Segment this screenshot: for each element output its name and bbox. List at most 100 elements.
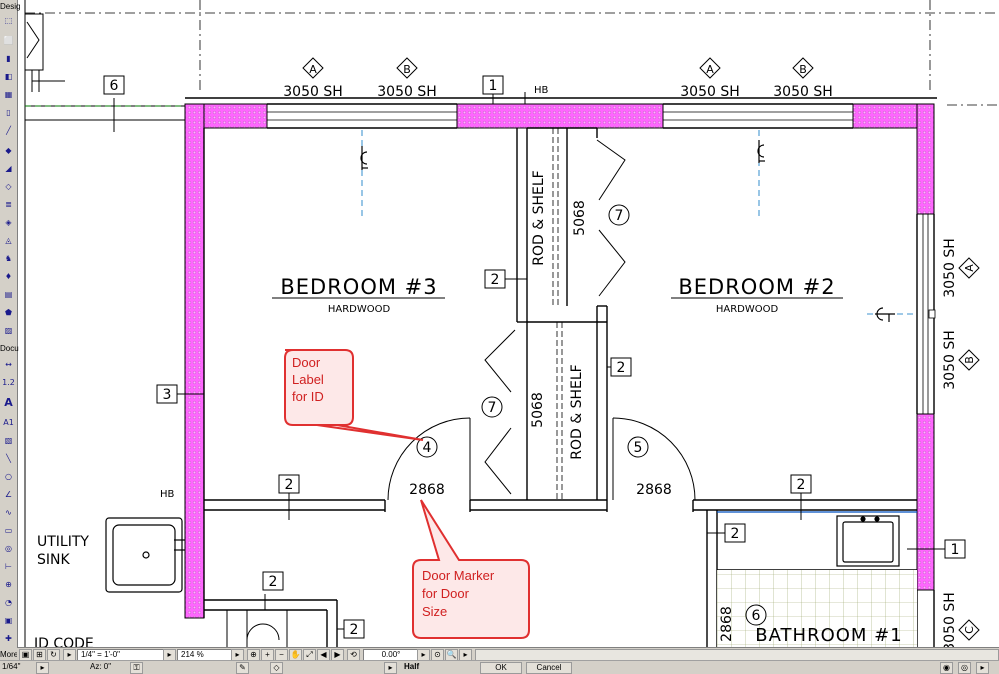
room-floor-bedroom-3: HARDWOOD: [328, 304, 391, 315]
zoom-in-area-icon[interactable]: ⊕: [247, 649, 260, 661]
cancel-button[interactable]: Cancel: [526, 662, 572, 674]
callout-door-label-line2: Label: [292, 372, 324, 387]
info-lock-icon[interactable]: ⚿: [130, 662, 143, 674]
window-tool-icon[interactable]: ▦: [4, 90, 13, 99]
half-label: Half: [404, 662, 420, 671]
utility-label-line1: UTILITY: [37, 534, 89, 550]
room-name-bathroom-1: BATHROOM #1: [755, 625, 902, 646]
beam-tool-icon[interactable]: ╱: [6, 126, 11, 135]
figure-tool-icon[interactable]: ▭: [4, 526, 13, 535]
curtain-wall-tool-icon[interactable]: ◈: [5, 218, 12, 227]
polyline-tool-icon[interactable]: ∠: [4, 490, 13, 499]
view-status-bar: ▣ ⊞ ↻ ▸ 1/4" = 1'-0" ▸ 214 % ▸ ⊕ + − ✋ ⤢…: [17, 647, 999, 661]
wall-tag-leaders: [177, 92, 945, 630]
column-tool-icon[interactable]: ▯: [6, 108, 11, 117]
door-tag-5: 5: [634, 440, 643, 456]
navigator-icon[interactable]: ↻: [47, 649, 60, 661]
wall-insulation: [184, 103, 935, 619]
callout-door-label-line1: Door: [292, 355, 321, 370]
toolbox-bottom-label: More: [0, 650, 19, 659]
door-size-bed3: 2868: [409, 482, 445, 498]
window-tag-b3: B: [963, 356, 976, 364]
snap-icon[interactable]: ◇: [270, 662, 283, 674]
wall-tags: 6 1 2 2 3 2 2 2 2 1 2: [103, 75, 966, 639]
window-label-b3: 3050 SH: [942, 330, 958, 390]
hb-label-top: HB: [534, 85, 549, 96]
detail-tool-icon[interactable]: ◔: [5, 598, 12, 607]
info-extra-icon-3[interactable]: ▸: [976, 662, 989, 674]
floor-plan-canvas[interactable]: UTILITY SINK ID CODE A 3050 SH B 3050 SH…: [17, 0, 999, 648]
room-name-bedroom-3: BEDROOM #3: [280, 275, 437, 299]
callout-door-marker: Door Marker for Door Size: [412, 499, 530, 639]
slab-tool-icon[interactable]: ◆: [5, 146, 12, 155]
window-label-b1: 3050 SH: [377, 84, 437, 100]
window-tag-a3: A: [963, 264, 976, 272]
arrow-tool-icon[interactable]: ⬚: [4, 16, 13, 25]
toolbox: Desig ⬚ ⬜ ▮ ◧ ▦ ▯ ╱ ◆ ◢ ◇ ≣ ◈ ◬ ♞ ♦ ▤ ⬟ …: [0, 0, 21, 660]
hatch-tool-icon[interactable]: ▨: [4, 326, 13, 335]
options-arrow-icon[interactable]: ▸: [459, 649, 472, 661]
mesh-tool-icon[interactable]: ◇: [5, 182, 12, 191]
ok-button[interactable]: OK: [480, 662, 522, 674]
shell-tool-icon[interactable]: ◬: [5, 236, 12, 245]
info-extra-icon-2[interactable]: ◎: [958, 662, 971, 674]
wall-tag-2-bottom: 2: [350, 622, 359, 638]
roof-tool-icon[interactable]: ◢: [5, 164, 12, 173]
window-label-a2: 3050 SH: [680, 84, 740, 100]
info-extra-icon-1[interactable]: ◉: [940, 662, 953, 674]
door-tool-icon[interactable]: ◧: [4, 72, 13, 81]
pen-icon[interactable]: ✎: [236, 662, 249, 674]
hotspot-tool-icon[interactable]: ✚: [5, 634, 12, 643]
toolbox-top-label: Desig: [0, 2, 21, 11]
window-label-b2: 3050 SH: [773, 84, 833, 100]
door-tags: 7 7 4 5 6: [416, 204, 767, 626]
elevation-tool-icon[interactable]: ⊕: [5, 580, 12, 589]
id-code-label: ID CODE: [34, 636, 94, 648]
window-tag-b1: B: [403, 63, 411, 76]
door-tag-6: 6: [752, 608, 761, 624]
room-name-bedroom-2: BEDROOM #2: [678, 275, 835, 299]
stair-tool-icon[interactable]: ≣: [5, 200, 12, 209]
spline-tool-icon[interactable]: ∿: [5, 508, 12, 517]
lamp-tool-icon[interactable]: ♦: [4, 272, 13, 281]
door-size-bath: 2868: [719, 606, 735, 642]
bifold-doors: [484, 139, 626, 495]
worksheet-tool-icon[interactable]: ▣: [4, 616, 13, 625]
circle-tool-icon[interactable]: ○: [5, 472, 12, 481]
closet-label-upper: ROD & SHELF: [531, 170, 547, 265]
door-tag-7-lower: 7: [488, 400, 497, 416]
az-readout: Az: 0": [90, 662, 112, 671]
morph-tool-icon[interactable]: ⬟: [5, 308, 12, 317]
fill-tool-icon[interactable]: ▧: [4, 436, 13, 445]
camera-tool-icon[interactable]: ◎: [5, 544, 12, 553]
half-arrow-icon[interactable]: ▸: [384, 662, 397, 674]
window-tag-c: C: [963, 626, 976, 634]
wall-tag-2-bed2: 2: [797, 477, 806, 493]
door-tag-7-upper: 7: [615, 208, 624, 224]
window-label-c: 3050 SH: [942, 592, 958, 648]
toolbox-mid-label: Docu: [0, 344, 19, 353]
window-tags-right: 3050 SH A 3050 SH B 3050 SH C: [942, 238, 980, 648]
callout-door-marker-line1: Door Marker: [422, 568, 495, 583]
door-tag-4: 4: [423, 440, 432, 456]
reference-lines: [25, 0, 999, 106]
top-left-detail: [24, 0, 200, 648]
line-tool-icon[interactable]: ╲: [6, 454, 11, 463]
level-dimension-icon[interactable]: 1.2: [2, 378, 15, 387]
door-size-bed2: 2868: [636, 482, 672, 498]
callout-door-label-line3: for ID: [292, 389, 324, 404]
window-label-a3: 3050 SH: [942, 238, 958, 298]
wall-tag-2-lower-left: 2: [269, 574, 278, 590]
section-tool-icon[interactable]: ⊢: [5, 562, 12, 571]
wall-tool-icon[interactable]: ▮: [6, 54, 11, 63]
marquee-tool-icon[interactable]: ⬜: [3, 36, 14, 45]
wall-tag-2-closet-upper: 2: [491, 272, 500, 288]
text-tool-icon[interactable]: A: [4, 396, 13, 409]
info-arrow-icon[interactable]: ▸: [36, 662, 49, 674]
object-tool-icon[interactable]: ♞: [4, 254, 13, 263]
dimension-tool-icon[interactable]: ↔: [5, 360, 12, 369]
label-tool-icon[interactable]: A1: [3, 418, 14, 427]
wall-tag-2-bed3: 2: [285, 477, 294, 493]
window-openings: [267, 111, 936, 414]
zone-tool-icon[interactable]: ▤: [4, 290, 13, 299]
